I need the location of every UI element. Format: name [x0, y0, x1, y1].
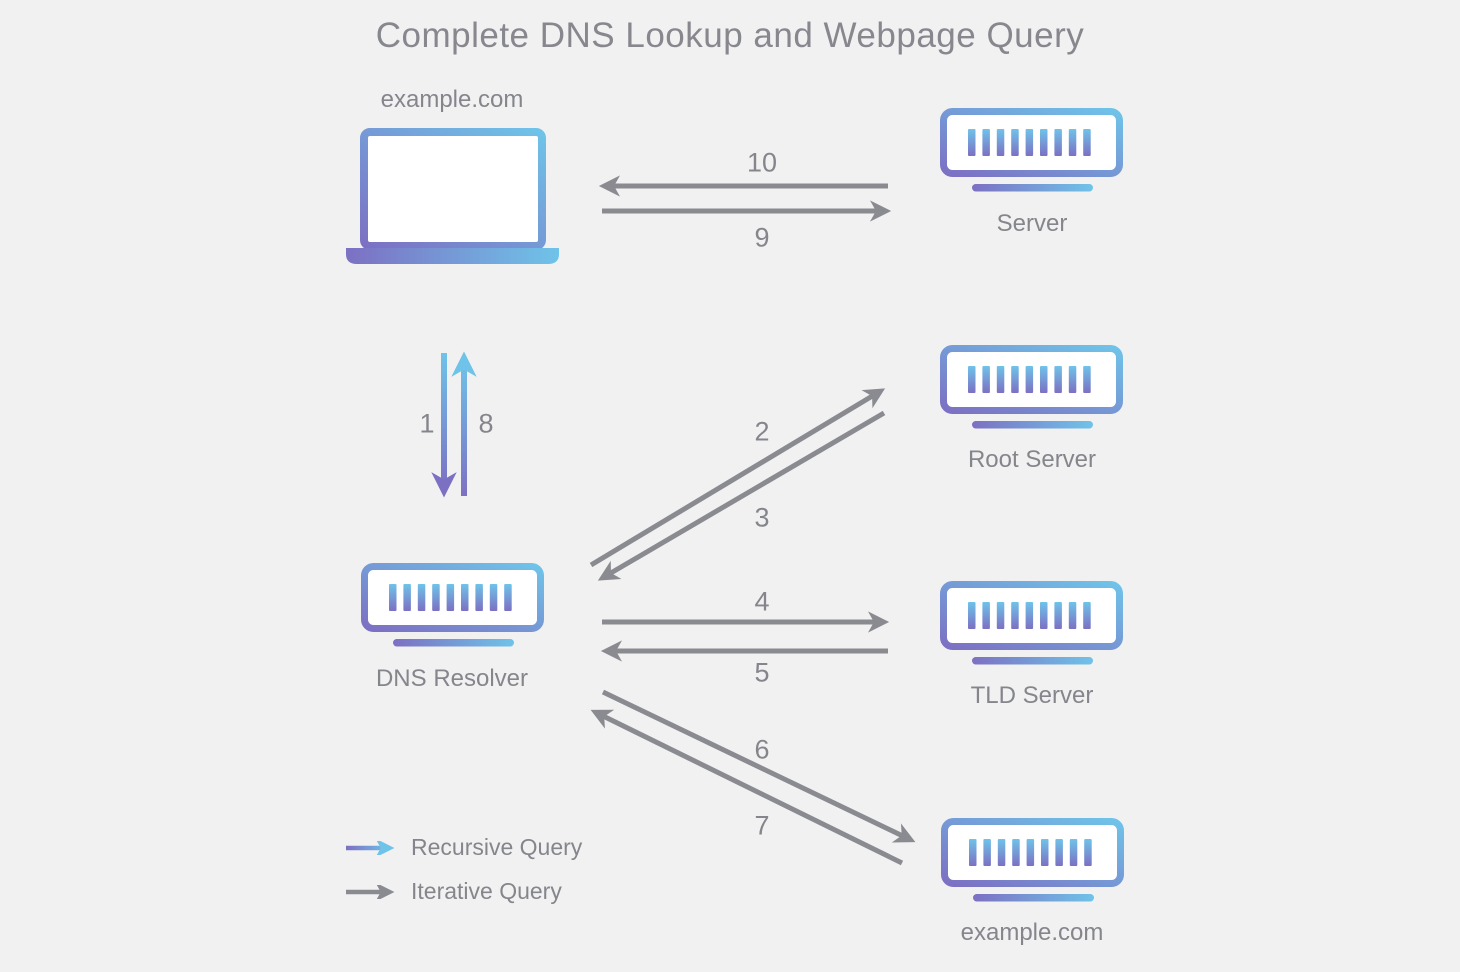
authoritative-server-label: example.com: [960, 919, 1104, 946]
arrow-step-6: [601, 689, 916, 843]
recursive-query-arrow-icon: [346, 841, 395, 855]
step-label-4: 4: [754, 586, 770, 617]
step-label-10: 10: [746, 147, 778, 178]
server-icon: [940, 108, 1124, 200]
step-label-1: 1: [419, 408, 435, 439]
arrow-step-2: [589, 388, 886, 568]
server-icon: [361, 563, 545, 655]
arrow-step-7: [590, 709, 904, 866]
step-label-9: 9: [754, 222, 770, 253]
client-label: example.com: [380, 86, 524, 113]
step-label-2: 2: [754, 416, 770, 447]
step-label-3: 3: [754, 502, 770, 533]
step-label-5: 5: [754, 657, 770, 688]
step-label-7: 7: [754, 810, 770, 841]
laptop-icon: [346, 128, 559, 264]
step-label-8: 8: [478, 408, 494, 439]
iterative-query-arrow-icon: [346, 885, 395, 899]
server-icon: [940, 345, 1124, 437]
dns-resolver-label: DNS Resolver: [375, 665, 529, 692]
server-icon: [940, 581, 1124, 673]
web-server-label: Server: [996, 210, 1068, 237]
arrow-step-3: [597, 410, 886, 581]
server-icon: [941, 818, 1125, 910]
tld-server-label: TLD Server: [970, 682, 1094, 709]
recursive-query-label: Recursive Query: [411, 834, 583, 860]
iterative-query-label: Iterative Query: [411, 878, 562, 904]
step-label-6: 6: [754, 734, 770, 765]
root-server-label: Root Server: [967, 446, 1097, 473]
diagram-title: Complete DNS Lookup and Webpage Query: [375, 16, 1085, 55]
